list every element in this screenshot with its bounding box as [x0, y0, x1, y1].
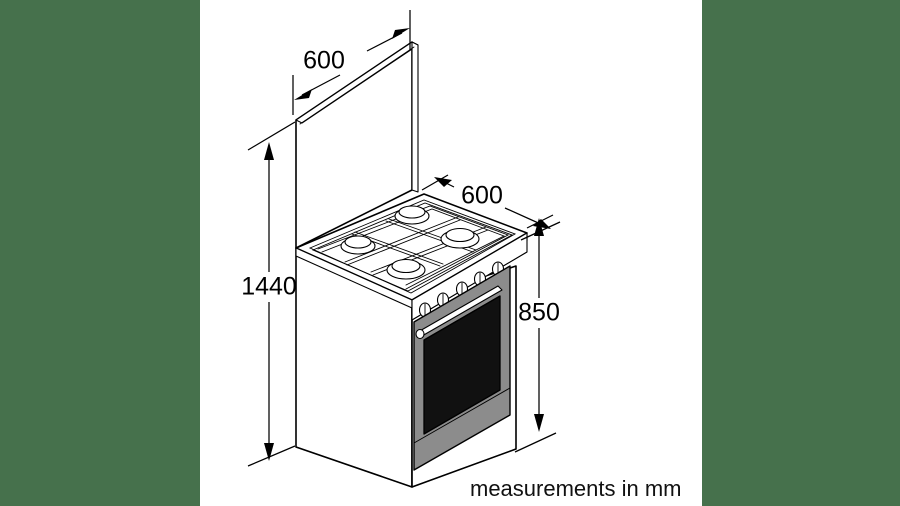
dimension-total-height: 1440: [241, 121, 297, 467]
dimension-label-total-height: 1440: [241, 273, 297, 301]
dimension-label-lid-width: 600: [303, 47, 345, 75]
cooker-body: [295, 41, 528, 488]
burner: [394, 205, 430, 225]
burner: [340, 235, 376, 255]
dimension-worktop-height: 850: [514, 218, 561, 453]
oven-window: [423, 295, 501, 435]
caption-measurements: measurements in mm: [470, 476, 682, 501]
oven-door: [413, 265, 511, 471]
lid: [295, 41, 419, 249]
green-band-left: [0, 0, 200, 506]
dimension-label-depth: 600: [461, 182, 503, 210]
burner: [386, 258, 426, 280]
oven-handle: [415, 285, 503, 340]
dimension-label-worktop-height: 850: [518, 299, 560, 327]
green-band-right: [702, 0, 900, 506]
dimension-depth: 600: [421, 174, 554, 229]
dimension-lid-width: 600: [292, 10, 411, 115]
burner: [440, 227, 480, 249]
